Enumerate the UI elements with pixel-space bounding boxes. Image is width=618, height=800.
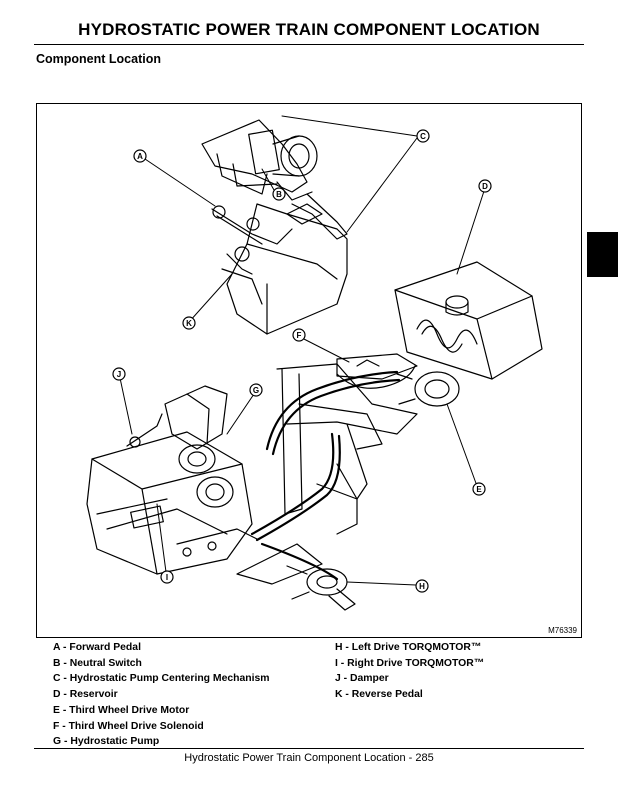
callout-f: F [292, 328, 306, 342]
legend-item: I - Right Drive TORQMOTOR™ [335, 657, 485, 669]
frame-drawing [276, 363, 418, 535]
callout-b: B [272, 187, 286, 201]
svg-text:J: J [117, 370, 121, 379]
legend-item: E - Third Wheel Drive Motor [53, 704, 190, 716]
legend-item: K - Reverse Pedal [335, 689, 423, 701]
callout-a: A [133, 149, 147, 163]
legend-item: H - Left Drive TORQMOTOR™ [335, 642, 482, 653]
legend-item: F - Third Wheel Drive Solenoid [53, 720, 204, 732]
page-title: HYDROSTATIC POWER TRAIN COMPONENT LOCATI… [78, 20, 540, 39]
legend-item: D - Reservoir [53, 689, 118, 701]
title-rule [34, 44, 584, 45]
section-title: Component Location [36, 52, 161, 66]
svg-text:C: C [420, 132, 426, 141]
callout-leaders [119, 115, 486, 586]
callout-c: C [416, 129, 430, 143]
callout-k: K [182, 316, 196, 330]
component-illustration: A B C D E F G H [86, 115, 543, 611]
pedal-assembly-drawing [201, 119, 348, 335]
callout-i: I [160, 570, 174, 584]
callout-e: E [472, 482, 486, 496]
svg-text:B: B [276, 190, 282, 199]
svg-text:F: F [297, 331, 302, 340]
callout-j: J [112, 367, 126, 381]
component-location-figure: A B C D E F G H [36, 103, 582, 638]
hydraulic-hoses-drawing [250, 370, 401, 581]
legend-right-column: H - Left Drive TORQMOTOR™ I - Right Driv… [335, 640, 484, 703]
reservoir-drawing [394, 261, 543, 380]
figure-id: M76339 [548, 626, 577, 635]
third-wheel-motor-drawing [336, 353, 460, 407]
svg-text:H: H [419, 582, 425, 591]
legend-item: C - Hydrostatic Pump Centering Mechanism [53, 673, 270, 685]
legend-item: A - Forward Pedal [53, 642, 141, 653]
svg-text:E: E [476, 485, 482, 494]
hydrostatic-pump-drawing [86, 385, 323, 585]
section-tab-marker [587, 232, 618, 277]
svg-text:I: I [166, 573, 168, 582]
legend-item: B - Neutral Switch [53, 657, 142, 669]
svg-text:A: A [137, 152, 143, 161]
svg-text:D: D [482, 182, 488, 191]
svg-text:K: K [186, 319, 192, 328]
callout-d: D [478, 179, 492, 193]
page-footer: Hydrostatic Power Train Component Locati… [184, 752, 434, 764]
left-drive-motor-drawing [286, 565, 356, 611]
legend-item: G - Hydrostatic Pump [53, 736, 160, 748]
callout-g: G [249, 383, 263, 397]
legend-item: J - Damper [335, 673, 389, 685]
callout-h: H [415, 579, 429, 593]
footer-rule [34, 748, 584, 749]
svg-text:G: G [253, 386, 259, 395]
legend-left-column: A - Forward Pedal B - Neutral Switch C -… [53, 640, 270, 750]
